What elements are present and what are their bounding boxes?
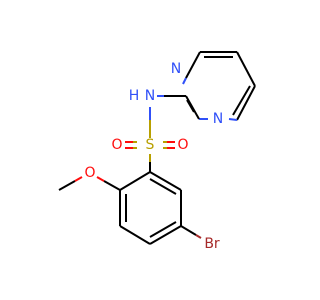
atom-label-oxygen-right: O: [177, 137, 188, 153]
bond-n1-c2-b: [185, 51, 201, 79]
benzene-ring: [119, 171, 182, 245]
bond-c4-c5-inner: [232, 85, 251, 116]
sulfonamide-group: [125, 95, 186, 172]
bond-n6-c1-inner: [186, 99, 195, 113]
bond-c4-c5: [236, 85, 256, 121]
atom-label-bromine: Br: [204, 236, 220, 252]
bond-c3-c4: [236, 51, 256, 87]
bond-ring-br-a: [180, 225, 197, 236]
pyrimidine-ring: [182, 51, 256, 121]
bond-o-ch3-b: [58, 180, 76, 191]
bond-n1-c2-a: [182, 77, 187, 85]
atom-label-oxygen-left: O: [111, 137, 122, 153]
atom-label-sulfonamide-n: N: [145, 88, 155, 104]
molecule-structure-diagram: N N N H S O O O Br: [0, 0, 300, 300]
atom-label-pyrimidine-n-bottom: N: [213, 111, 223, 127]
atom-label-methoxy-oxygen: O: [84, 165, 95, 181]
bond-ring-br-b: [195, 234, 202, 239]
atom-label-sulfonamide-h: H: [129, 88, 140, 104]
bond-c5-n6: [228, 118, 238, 121]
bond-ring-o-a: [103, 180, 121, 191]
bond-b4-b5-inner: [149, 221, 177, 238]
methoxy-group: [58, 176, 121, 191]
background: [0, 0, 300, 300]
bromine-substituent: [180, 225, 202, 239]
bond-o-ch3-a: [74, 176, 83, 182]
bond-b1-b2: [119, 171, 151, 191]
bond-ring-o-b: [96, 176, 105, 182]
atom-label-sulfur: S: [146, 137, 155, 153]
bond-b6-b1: [149, 171, 182, 191]
bond-b4-b5: [149, 225, 182, 245]
bond-b3-b4: [119, 225, 151, 245]
bond-b6-b1-inner: [149, 178, 177, 195]
atom-label-pyrimidine-n-top: N: [171, 61, 181, 77]
